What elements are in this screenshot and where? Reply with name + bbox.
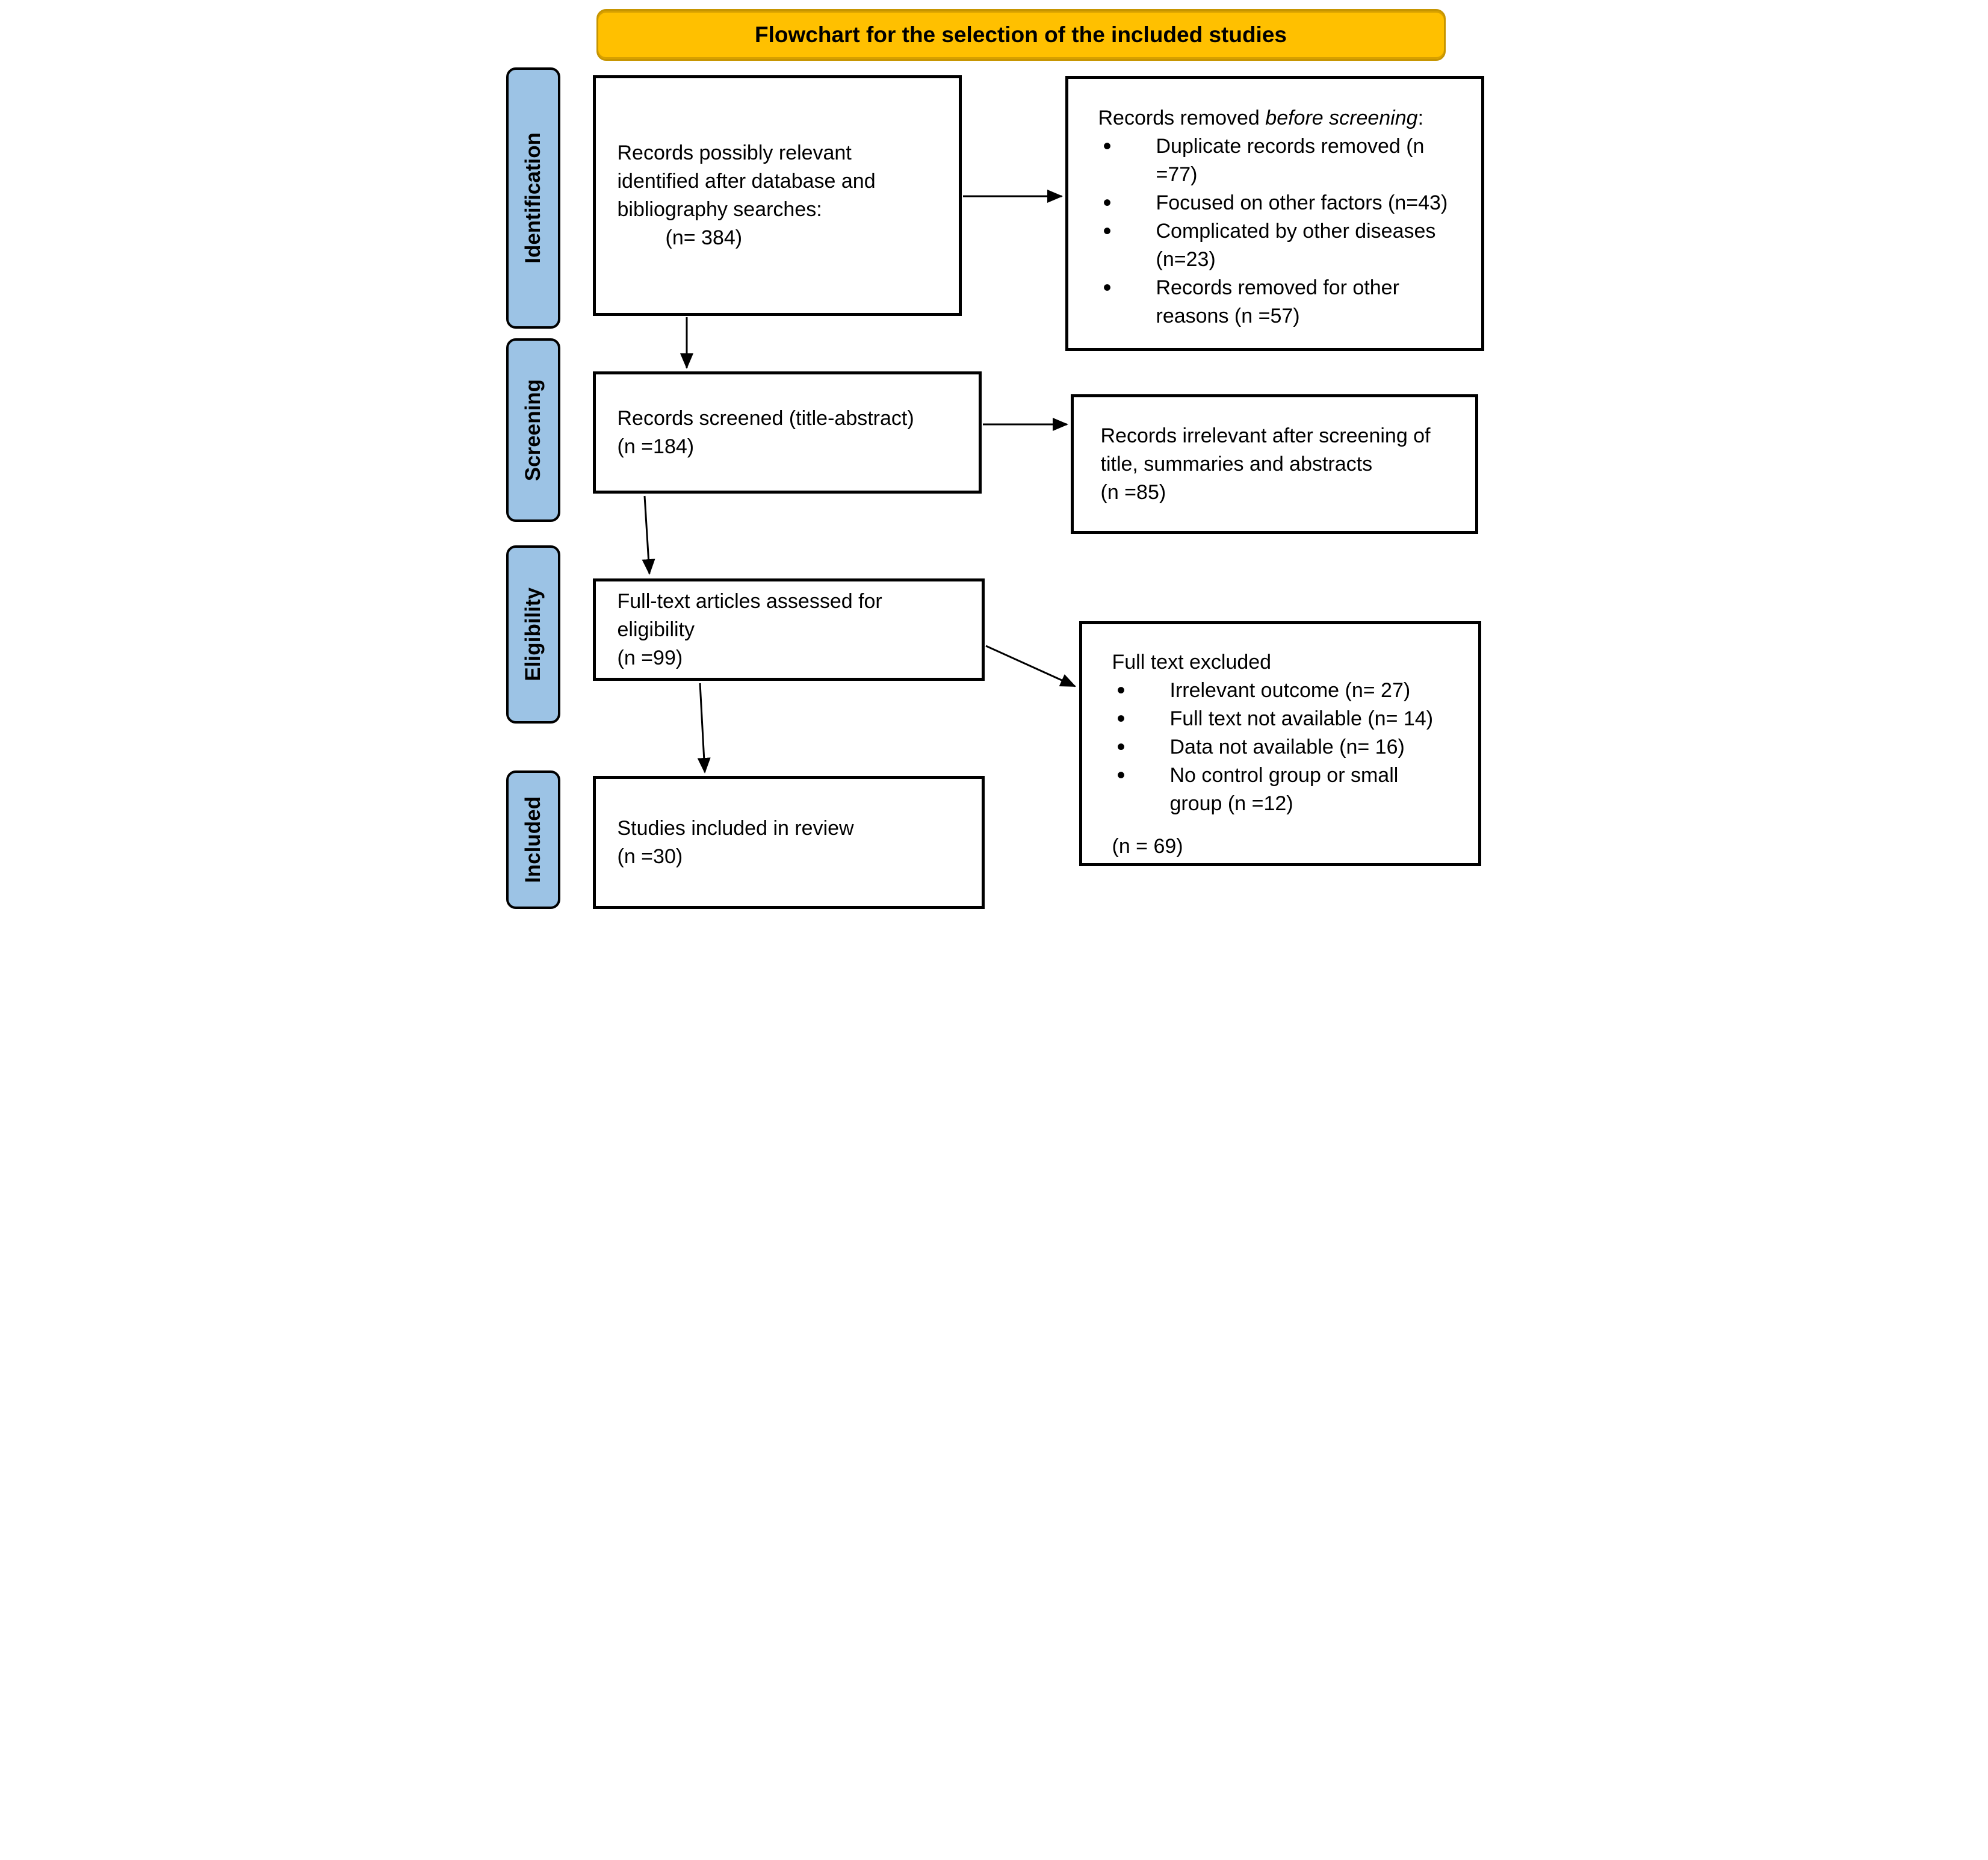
stage-label-included-text: Included — [521, 796, 545, 883]
stage-label-eligibility: Eligibility — [506, 545, 560, 724]
prisma-flowchart: Flowchart for the selection of the inclu… — [497, 0, 1491, 930]
flowchart-title-banner: Flowchart for the selection of the inclu… — [596, 9, 1446, 61]
list-item: Irrelevant outcome (n= 27) — [1112, 677, 1445, 705]
stage-label-eligibility-text: Eligibility — [521, 587, 545, 681]
stage-label-identification-text: Identification — [521, 132, 545, 264]
records-removed-heading-prefix: Records removed — [1098, 107, 1266, 129]
box-records-removed-before-screening: Records removed before screening: Duplic… — [1065, 76, 1484, 351]
box-records-identified: Records possibly relevant identified aft… — [592, 75, 962, 316]
list-item: Duplicate records removed (n =77) — [1098, 132, 1448, 189]
records-removed-heading-suffix: : — [1417, 107, 1424, 129]
arrow-screened-to-fulltext — [642, 495, 655, 575]
records-irrelevant-text: Records irrelevant after screening of ti… — [1100, 424, 1431, 504]
records-removed-reasons-list: Duplicate records removed (n =77) Focuse… — [1098, 132, 1448, 330]
arrow-fulltext-to-excluded — [985, 645, 1076, 687]
list-item: Data not available (n= 16) — [1112, 733, 1445, 761]
records-removed-heading-italic: before screening — [1265, 107, 1418, 129]
flowchart-title: Flowchart for the selection of the inclu… — [755, 22, 1287, 47]
list-item: Full text not available (n= 14) — [1112, 705, 1445, 733]
arrow-fulltext-to-included — [697, 683, 711, 773]
fulltext-excluded-total-count: (n = 69) — [1112, 835, 1183, 858]
stage-label-included: Included — [506, 770, 560, 909]
stage-label-screening-text: Screening — [521, 379, 545, 482]
stage-label-screening: Screening — [506, 338, 560, 522]
stage-label-identification: Identification — [506, 67, 560, 329]
list-item: Focused on other factors (n=43) — [1098, 189, 1448, 217]
list-item: Records removed for other reasons (n =57… — [1098, 274, 1448, 330]
list-item: Complicated by other diseases (n=23) — [1098, 217, 1448, 274]
box-records-screened: Records screened (title-abstract) (n =18… — [592, 371, 982, 494]
records-screened-text: Records screened (title-abstract) (n =18… — [617, 406, 914, 458]
box-fulltext-excluded: Full text excluded Irrelevant outcome (n… — [1079, 621, 1481, 866]
fulltext-assessed-text: Full-text articles assessed for eligibil… — [617, 589, 882, 669]
box-records-irrelevant: Records irrelevant after screening of ti… — [1070, 394, 1478, 534]
records-removed-heading: Records removed before screening: — [1098, 104, 1448, 132]
box-fulltext-assessed: Full-text articles assessed for eligibil… — [592, 578, 985, 681]
records-identified-count: (n= 384) — [665, 226, 743, 249]
fulltext-excluded-reasons-list: Irrelevant outcome (n= 27) Full text not… — [1112, 677, 1445, 818]
fulltext-excluded-heading: Full text excluded — [1112, 651, 1272, 674]
box-studies-included: Studies included in review (n =30) — [592, 776, 985, 909]
list-item: No control group or small group (n =12) — [1112, 761, 1445, 818]
records-identified-text: Records possibly relevant identified aft… — [617, 141, 876, 221]
studies-included-text: Studies included in review (n =30) — [617, 816, 854, 868]
